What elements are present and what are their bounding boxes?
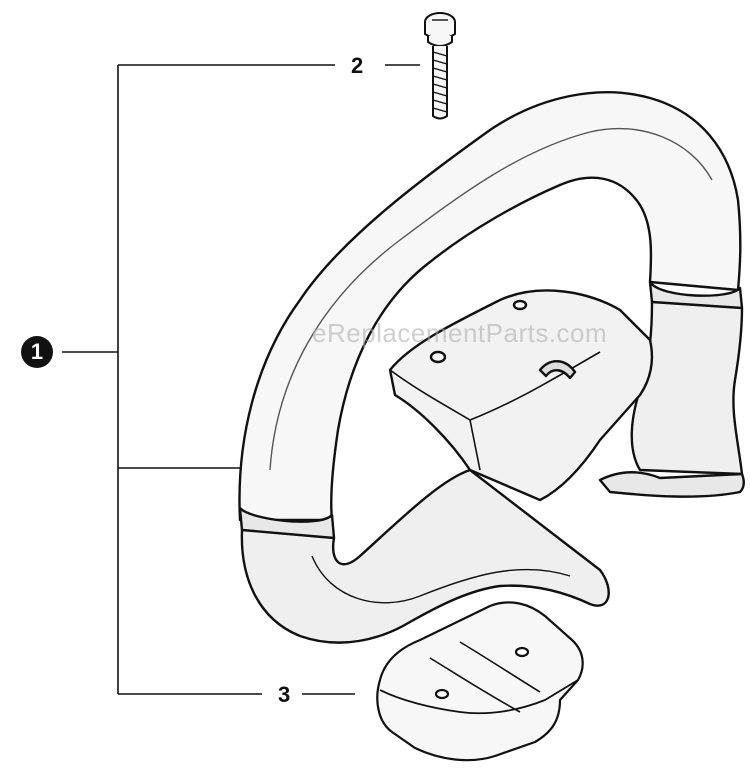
- handle-part: [238, 91, 745, 644]
- callout-label-1: 1: [21, 336, 53, 368]
- watermark-text: eReplacementParts.com: [312, 318, 608, 348]
- callout-label-3: 3: [278, 682, 291, 707]
- screw-part: [424, 12, 456, 120]
- bracket-part: [376, 601, 584, 762]
- callout-label-2: 2: [351, 53, 364, 78]
- leader-lines: [62, 64, 420, 695]
